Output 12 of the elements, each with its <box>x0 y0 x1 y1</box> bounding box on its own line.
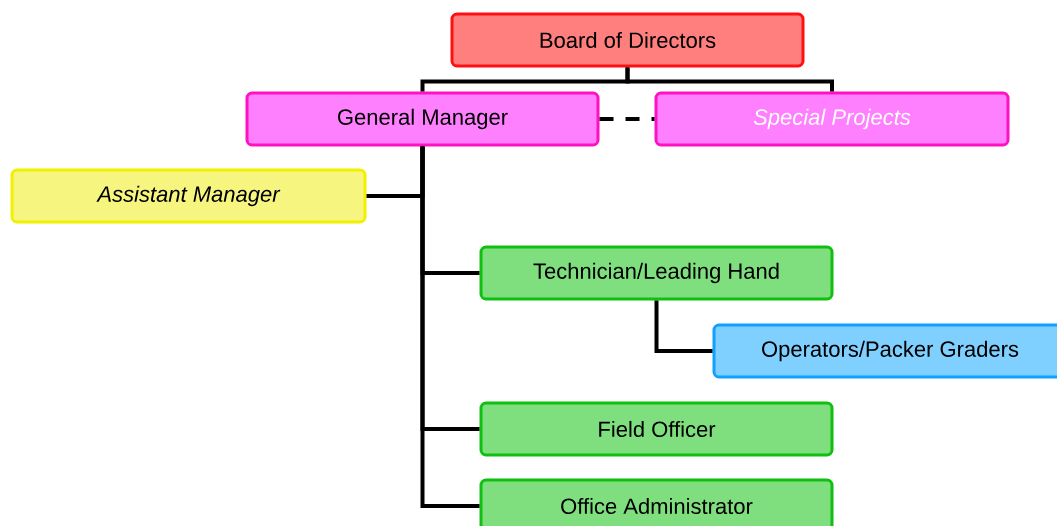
connector-line <box>599 117 655 121</box>
org-box: Office Administrator <box>479 478 834 526</box>
connector-line <box>420 146 480 508</box>
org-box: Operators/Packer Graders <box>712 323 1057 379</box>
org-box: Assistant Manager <box>10 168 367 224</box>
org-box: Field Officer <box>479 401 834 457</box>
org-box: General Manager <box>245 91 600 147</box>
connector-line <box>654 300 713 353</box>
org-box: Technician/Leading Hand <box>479 245 834 301</box>
org-box: Board of Directors <box>450 12 805 68</box>
connector-line <box>625 67 834 92</box>
org-box: Special Projects <box>654 91 1010 147</box>
